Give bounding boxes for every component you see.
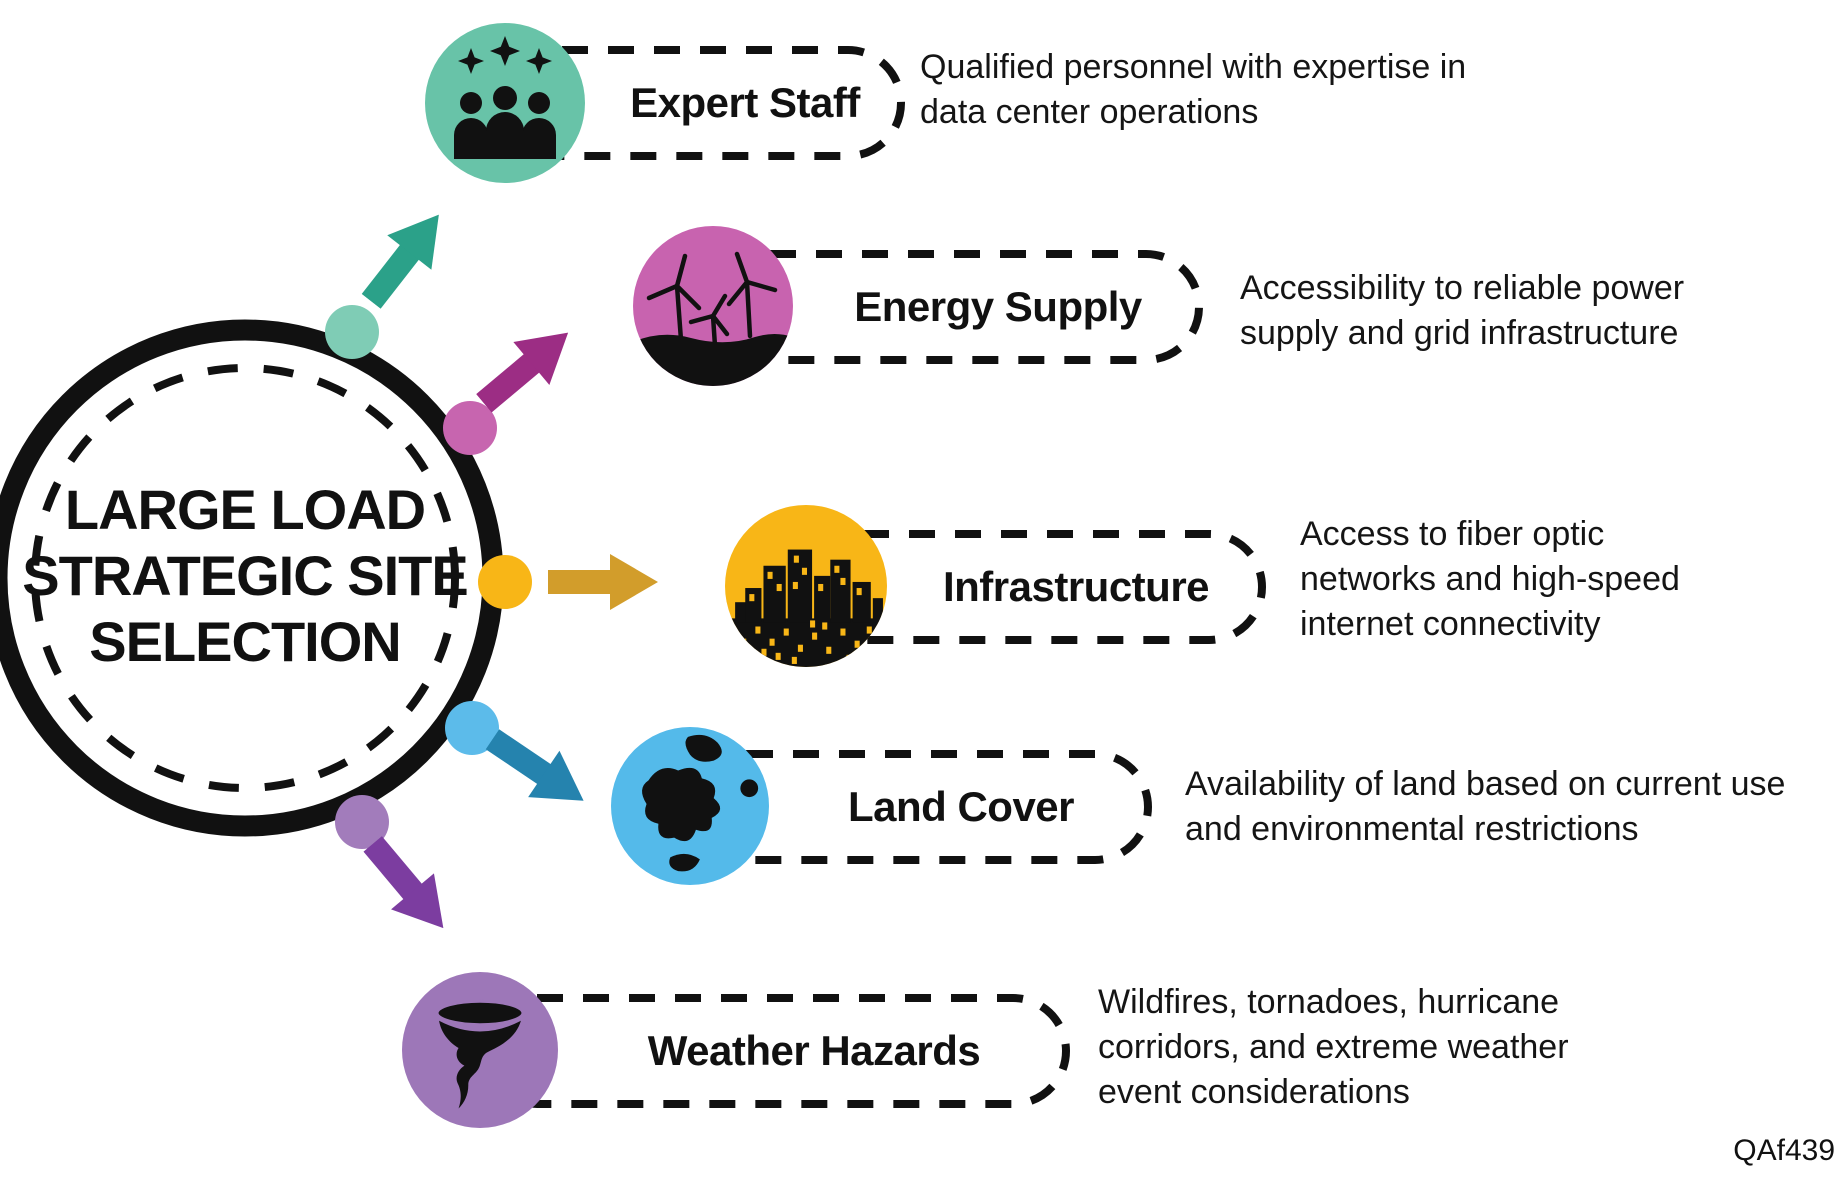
land-cover-label: Land Cover bbox=[847, 783, 1075, 830]
weather-hazards-description: Wildfires, tornadoes, hurricane corridor… bbox=[1098, 983, 1569, 1111]
infrastructure-arrow-icon bbox=[548, 554, 658, 610]
wind-turbines-icon bbox=[633, 251, 793, 386]
hub-inner-dashed-ring bbox=[31, 364, 459, 792]
tornado-icon bbox=[435, 999, 525, 1109]
expert-staff-arrow-icon bbox=[361, 214, 439, 309]
energy-supply-arrow-icon bbox=[476, 332, 569, 413]
land-cover-arrow-icon bbox=[485, 729, 584, 801]
land-cover-icon-circle bbox=[611, 727, 769, 885]
infrastructure-ring-dot bbox=[478, 555, 532, 609]
expert-staff-label: Expert Staff bbox=[630, 79, 860, 126]
hub-title: LARGE LOAD STRATEGIC SITE SELECTION bbox=[5, 477, 485, 675]
energy-supply-ring-dot bbox=[443, 401, 497, 455]
weather-hazards-label: Weather Hazards bbox=[647, 1027, 981, 1074]
expert-staff-icon-circle bbox=[425, 23, 585, 183]
expert-staff-pill bbox=[505, 46, 905, 160]
hub-title-line-1: LARGE LOAD bbox=[64, 478, 426, 541]
expert-staff-ring-dot bbox=[325, 305, 379, 359]
energy-supply-label: Energy Supply bbox=[854, 283, 1142, 330]
infrastructure-icon-circle bbox=[725, 505, 887, 667]
energy-supply-icon-circle bbox=[633, 226, 793, 386]
land-cover-description: Availability of land based on current us… bbox=[1185, 765, 1786, 848]
infrastructure-description: Access to fiber optic networks and high-… bbox=[1300, 515, 1680, 643]
weather-hazards-icon-circle bbox=[402, 972, 558, 1128]
city-skyline-icon bbox=[725, 549, 887, 667]
hub-title-line-2: STRATEGIC SITE bbox=[22, 544, 468, 607]
globe-icon bbox=[642, 734, 759, 872]
people-sparkles-icon bbox=[454, 36, 556, 159]
energy-supply-pill bbox=[713, 250, 1203, 364]
weather-hazards-arrow-icon bbox=[363, 836, 444, 929]
hub-title-line-3: SELECTION bbox=[89, 610, 401, 673]
infrastructure-label: Infrastructure bbox=[942, 563, 1210, 610]
expert-staff-description: Qualified personnel with expertise in da… bbox=[920, 48, 1467, 131]
watermark-code: QAf439 bbox=[1733, 1134, 1835, 1167]
energy-supply-description: Accessibility to reliable power supply a… bbox=[1240, 269, 1685, 352]
